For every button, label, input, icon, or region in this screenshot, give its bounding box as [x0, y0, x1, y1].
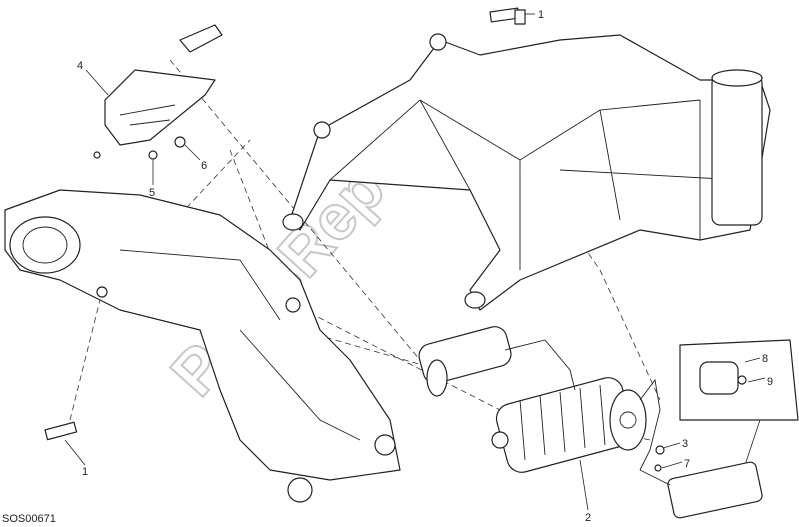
- callout-2: 2: [585, 512, 591, 524]
- callout-4: 4: [77, 60, 83, 72]
- leader-lines: [64, 13, 766, 511]
- callout-7: 7: [684, 458, 690, 470]
- swingarm: [4, 189, 401, 503]
- frame: [282, 33, 771, 311]
- shock-absorber: [418, 326, 661, 473]
- callout-3: 3: [682, 438, 688, 450]
- bolt-top: [489, 7, 526, 25]
- callout-6: 6: [201, 160, 207, 172]
- callout-1-top: 1: [538, 9, 544, 21]
- callout-9: 9: [767, 376, 773, 388]
- callout-5: 5: [149, 187, 155, 199]
- bolt-bottom: [44, 421, 78, 441]
- callout-8: 8: [762, 353, 768, 365]
- preload-adjuster-inset: [639, 339, 799, 519]
- callout-1-bottom: 1: [82, 466, 88, 478]
- diagram-code: SOS00671: [2, 513, 56, 525]
- sensor-bracket: [93, 24, 223, 160]
